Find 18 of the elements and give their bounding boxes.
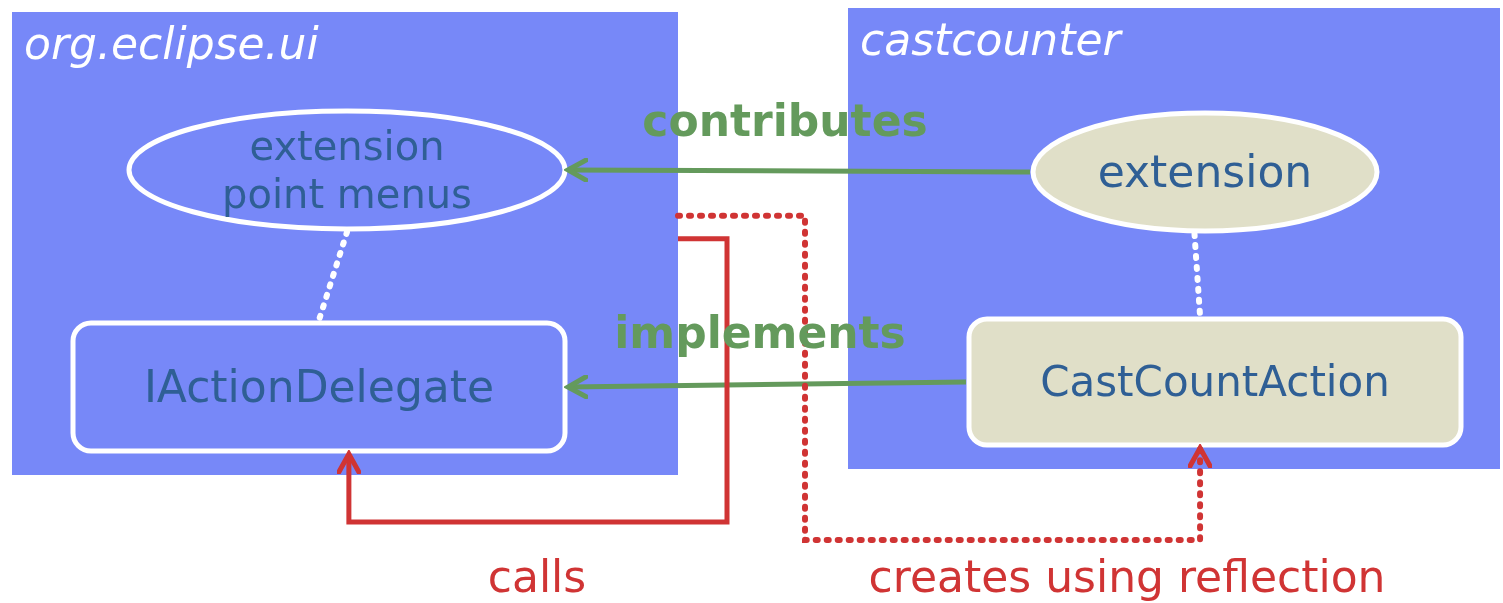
class-box xyxy=(966,316,1464,448)
extension-ellipse xyxy=(1030,110,1380,234)
node-label: CastCountAction xyxy=(1040,356,1390,408)
node-label: extension xyxy=(1097,145,1313,199)
edge-label: calls xyxy=(487,550,587,602)
package-name: org.eclipse.ui xyxy=(24,18,319,69)
extension-ellipse xyxy=(126,108,568,232)
class-box xyxy=(70,320,568,454)
node-label: extension point menus xyxy=(221,122,473,218)
package-name: castcounter xyxy=(860,14,1121,65)
arrow xyxy=(565,374,967,400)
arrow xyxy=(336,236,730,525)
dotted-connector xyxy=(316,229,350,323)
dotted-connector xyxy=(1191,231,1204,319)
arrow xyxy=(565,157,1030,183)
node-label: IActionDelegate xyxy=(143,360,495,414)
dotted-connector xyxy=(675,212,1213,543)
edge-label: creates using reflection xyxy=(868,550,1386,602)
